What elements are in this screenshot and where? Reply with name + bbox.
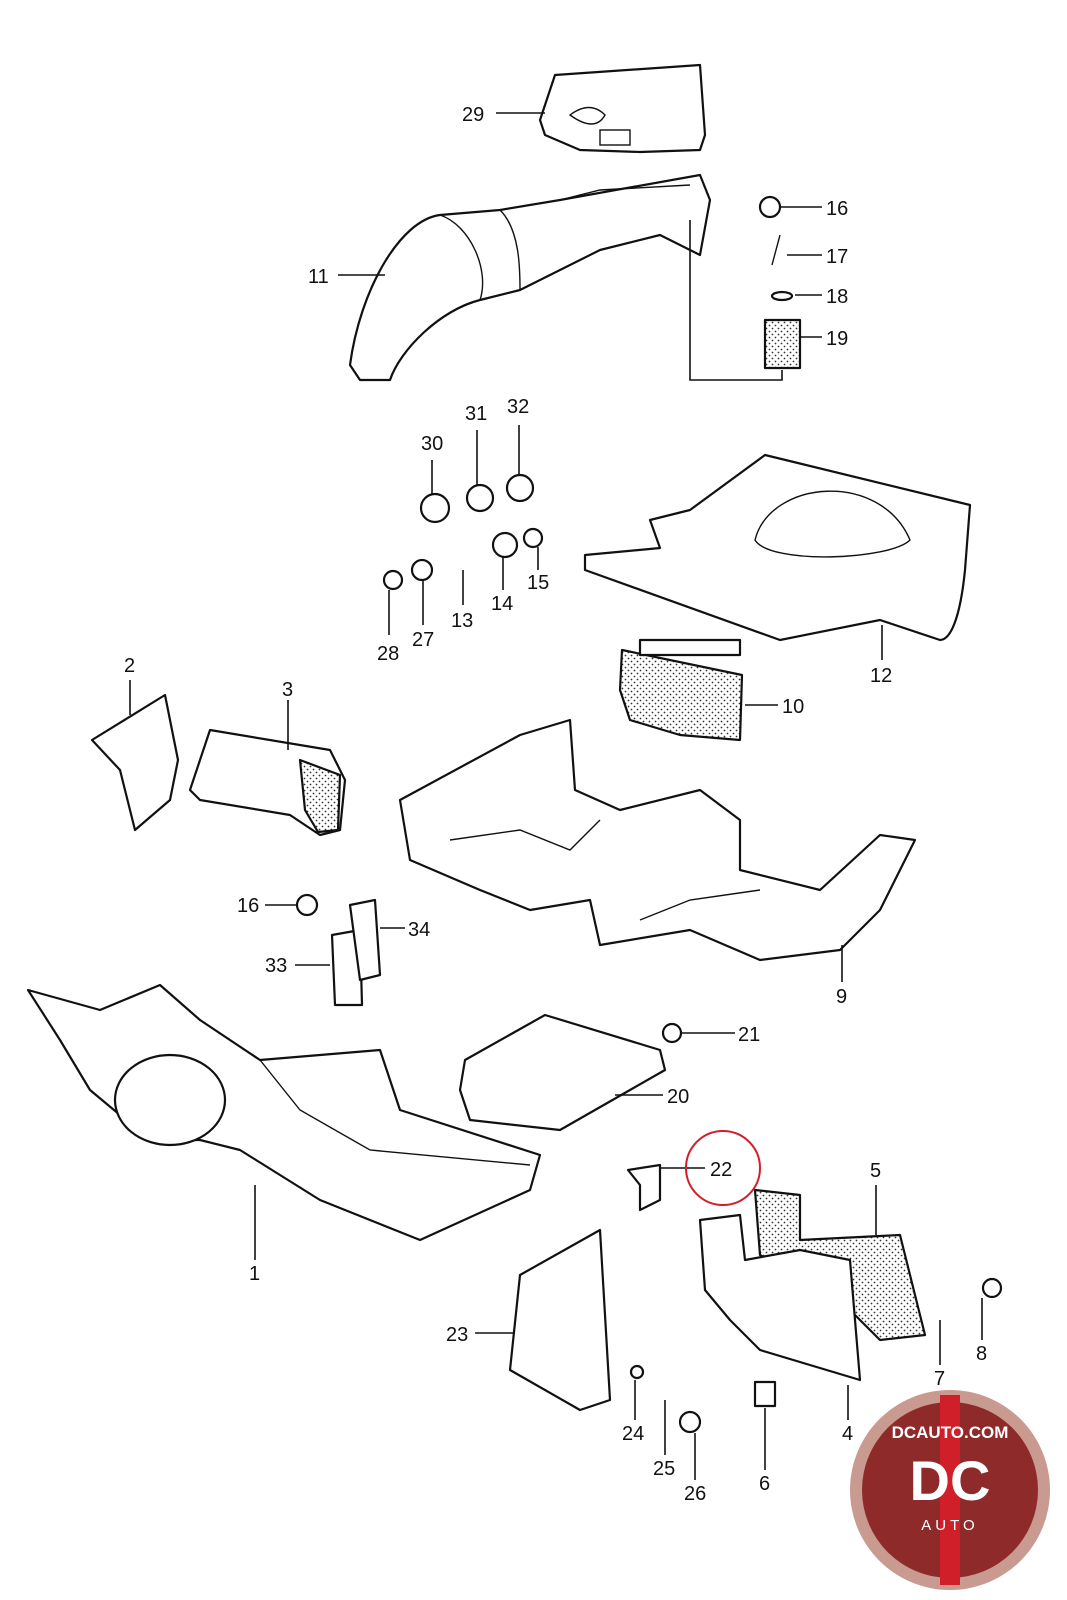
callout-4: 4 bbox=[842, 1423, 853, 1445]
callout-6: 6 bbox=[759, 1473, 770, 1495]
part-11-wheelhouse bbox=[348, 173, 712, 382]
callout-9: 9 bbox=[836, 986, 847, 1008]
highlight-circle-22 bbox=[685, 1130, 761, 1206]
callout-26: 26 bbox=[684, 1483, 706, 1505]
callout-7: 7 bbox=[934, 1368, 945, 1390]
callout-8: 8 bbox=[976, 1343, 987, 1365]
callout-3: 3 bbox=[282, 679, 293, 701]
logo-site: DCAUTO.COM bbox=[892, 1423, 1009, 1442]
part-9-floor-carpet bbox=[398, 718, 917, 962]
callout-14: 14 bbox=[491, 593, 513, 615]
logo-word: AUTO bbox=[921, 1517, 978, 1534]
callout-19: 19 bbox=[826, 328, 848, 350]
callout-17: 17 bbox=[826, 246, 848, 268]
callout-2: 2 bbox=[124, 655, 135, 677]
part-29-panel bbox=[538, 63, 707, 154]
part-2-panel bbox=[90, 693, 180, 832]
callout-20: 20 bbox=[667, 1086, 689, 1108]
part-20-mat bbox=[458, 1013, 667, 1132]
callout-24: 24 bbox=[622, 1423, 644, 1445]
part-22-bracket bbox=[626, 1163, 662, 1212]
dcauto-logo: DCAUTO.COM DC AUTO bbox=[850, 1390, 1050, 1590]
callout-12: 12 bbox=[870, 665, 892, 687]
part-33-bracket bbox=[330, 928, 364, 1007]
part-12-floor bbox=[583, 453, 972, 642]
part-4-5-side-panel bbox=[698, 1188, 927, 1382]
part-1-front-floor bbox=[26, 983, 542, 1242]
callout-22: 22 bbox=[710, 1159, 732, 1181]
callout-10: 10 bbox=[782, 696, 804, 718]
part-10-pad bbox=[618, 638, 744, 742]
callout-18: 18 bbox=[826, 286, 848, 308]
part-3-duct bbox=[188, 728, 347, 837]
callout-1: 1 bbox=[249, 1263, 260, 1285]
callout-25: 25 bbox=[653, 1458, 675, 1480]
hardware-items bbox=[295, 195, 1003, 1434]
callout-33: 33 bbox=[265, 955, 287, 977]
logo-letters: DC bbox=[910, 1449, 991, 1512]
callout-21: 21 bbox=[738, 1024, 760, 1046]
callout-labels: 29 11 16 17 18 19 30 31 32 28 27 13 14 1… bbox=[124, 104, 987, 1505]
callout-13: 13 bbox=[451, 610, 473, 632]
part-23-trim bbox=[508, 1228, 612, 1412]
callout-30: 30 bbox=[421, 433, 443, 455]
callout-34: 34 bbox=[408, 919, 430, 941]
callout-28: 28 bbox=[377, 643, 399, 665]
callout-29: 29 bbox=[462, 104, 484, 126]
callout-5: 5 bbox=[870, 1160, 881, 1182]
callout-32: 32 bbox=[507, 396, 529, 418]
callout-23: 23 bbox=[446, 1324, 468, 1346]
leader-lines bbox=[129, 112, 983, 1480]
part-34-bracket bbox=[348, 898, 382, 982]
callout-16-top: 16 bbox=[826, 198, 848, 220]
callout-11: 11 bbox=[308, 266, 329, 288]
callout-31: 31 bbox=[465, 403, 487, 425]
callout-16-mid: 16 bbox=[237, 895, 259, 917]
callout-27: 27 bbox=[412, 629, 434, 651]
callout-15: 15 bbox=[527, 572, 549, 594]
